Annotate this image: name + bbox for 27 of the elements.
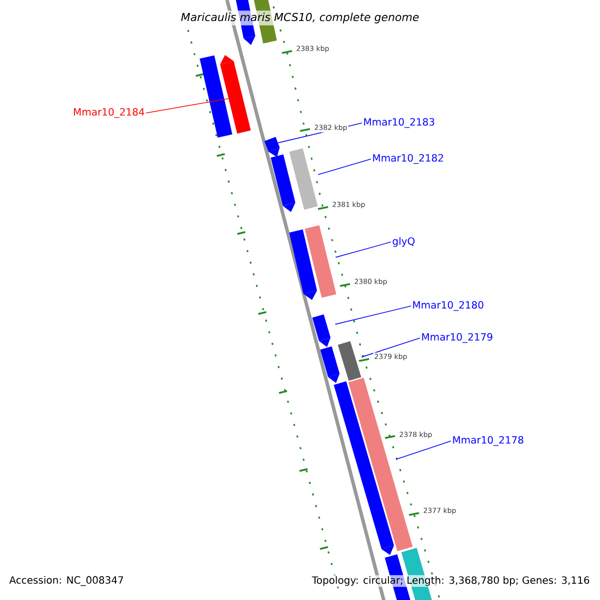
gene-bar — [220, 55, 251, 134]
gene-label: Mmar10_2179 — [422, 333, 492, 343]
gene-label: glyQ — [392, 237, 415, 247]
gene-label: Mmar10_2180 — [413, 301, 484, 311]
gene-bar — [289, 229, 318, 300]
leader-line — [335, 242, 392, 258]
leader-line — [146, 98, 229, 114]
gene-label: Mmar10_2182 — [373, 154, 443, 164]
gene-bar — [264, 136, 280, 157]
gene-bar — [200, 55, 232, 138]
gene-label: Mmar10_2183 — [364, 118, 434, 128]
title: Maricaulis maris MCS10, complete genome — [178, 10, 422, 26]
leader-line — [318, 158, 372, 176]
gene-bar — [270, 154, 296, 212]
gene-bar — [320, 346, 340, 383]
accession-text: Accession: NC_008347 — [9, 576, 124, 586]
gene-bar — [334, 381, 394, 555]
gene-bar — [289, 148, 318, 210]
genome-info-text: Topology: circular; Length: 3,368,780 bp; Genes: 3,116 — [310, 575, 591, 587]
gene-label: Mmar10_2178 — [453, 436, 524, 446]
leader-line — [361, 338, 420, 358]
leader-line — [395, 440, 452, 460]
gene-bar — [312, 314, 331, 347]
gene-bar — [304, 225, 336, 298]
gene-label: Mmar10_2184 — [74, 108, 144, 118]
gene-bar — [338, 341, 362, 381]
leader-line — [334, 306, 412, 325]
